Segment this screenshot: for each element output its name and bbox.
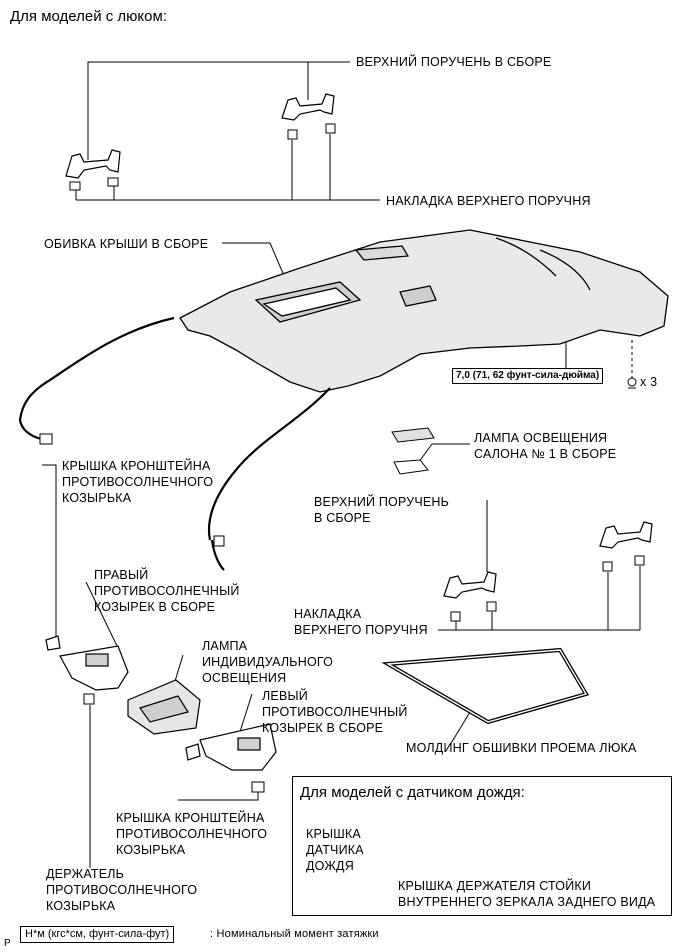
page-title: Для моделей с люком: [10,8,167,25]
rain-sensor-panel-title: Для моделей с датчиком дождя: [300,784,525,801]
clip-icon [627,377,637,389]
torque-unit-legend: Н*м (кгс*см, фунт-сила-фут) [20,926,175,943]
sunroof-molding [381,647,590,725]
upper-grip-left [65,149,121,179]
leader-upper-grip-top [87,61,350,160]
room-lamp [391,427,435,475]
map-lamp [127,679,201,735]
label-mirror-stay-cover: КРЫШКА ДЕРЖАТЕЛЯ СТОЙКИ ВНУТРЕННЕГО ЗЕРК… [398,879,656,909]
label-visor-holder-cover-bottom: КРЫШКА КРОНШТЕЙНА ПРОТИВОСОЛНЕЧНОГО КОЗЫ… [116,811,268,857]
label-roof-headlining: ОБИВКА КРЫШИ В СБОРЕ [44,237,209,251]
label-sunroof-molding: МОЛДИНГ ОБШИВКИ ПРОЕМА ЛЮКА [406,741,637,755]
torque-unit-description: : Номинальный момент затяжки [210,928,379,940]
left-visor [185,723,277,771]
label-visor-holder: ДЕРЖАТЕЛЬ ПРОТИВОСОЛНЕЧНОГО КОЗЫРЬКА [46,867,198,913]
grip-cover-pieces-top [69,123,336,191]
upper-grip-right-side-2 [599,521,653,549]
label-room-lamp: ЛАМПА ОСВЕЩЕНИЯ САЛОНА № 1 В СБОРЕ [474,431,617,461]
label-map-lamp: ЛАМПА ИНДИВИДУАЛЬНОГО ОСВЕЩЕНИЯ [202,639,334,685]
roof-headlining [179,229,669,393]
wire-connector [39,433,225,547]
label-right-visor: ПРАВЫЙ ПРОТИВОСОЛНЕЧНЫЙ КОЗЫРЕК В СБОРЕ [94,568,240,614]
label-upper-grip-right: ВЕРХНИЙ ПОРУЧЕНЬ В СБОРЕ [314,495,450,525]
corner-mark: P [4,938,11,949]
wire-harness [18,316,331,571]
upper-grip-right-side-1 [443,571,497,599]
label-rain-sensor-cover: КРЫШКА ДАТЧИКА ДОЖДЯ [306,827,364,873]
grip-cover-pieces-right [450,555,645,622]
rain-sensor-panel [292,776,672,916]
torque-spec: 7,0 (71, 62 фунт-сила-дюйма) [452,368,604,384]
leader-roof-headlining [222,242,286,279]
label-grip-cover-top: НАКЛАДКА ВЕРХНЕГО ПОРУЧНЯ [386,194,591,208]
label-upper-grip-top: ВЕРХНИЙ ПОРУЧЕНЬ В СБОРЕ [356,55,552,69]
visor-holder-pieces [83,693,265,793]
clip-count: x 3 [640,375,658,389]
label-visor-holder-cover-top: КРЫШКА КРОНШТЕЙНА ПРОТИВОСОЛНЕЧНОГО КОЗЫ… [62,459,214,505]
label-grip-cover-right: НАКЛАДКА ВЕРХНЕГО ПОРУЧНЯ [294,607,428,637]
upper-grip-right-top [281,93,335,121]
label-left-visor: ЛЕВЫЙ ПРОТИВОСОЛНЕЧНЫЙ КОЗЫРЕК В СБОРЕ [262,689,408,735]
right-visor [45,635,129,691]
